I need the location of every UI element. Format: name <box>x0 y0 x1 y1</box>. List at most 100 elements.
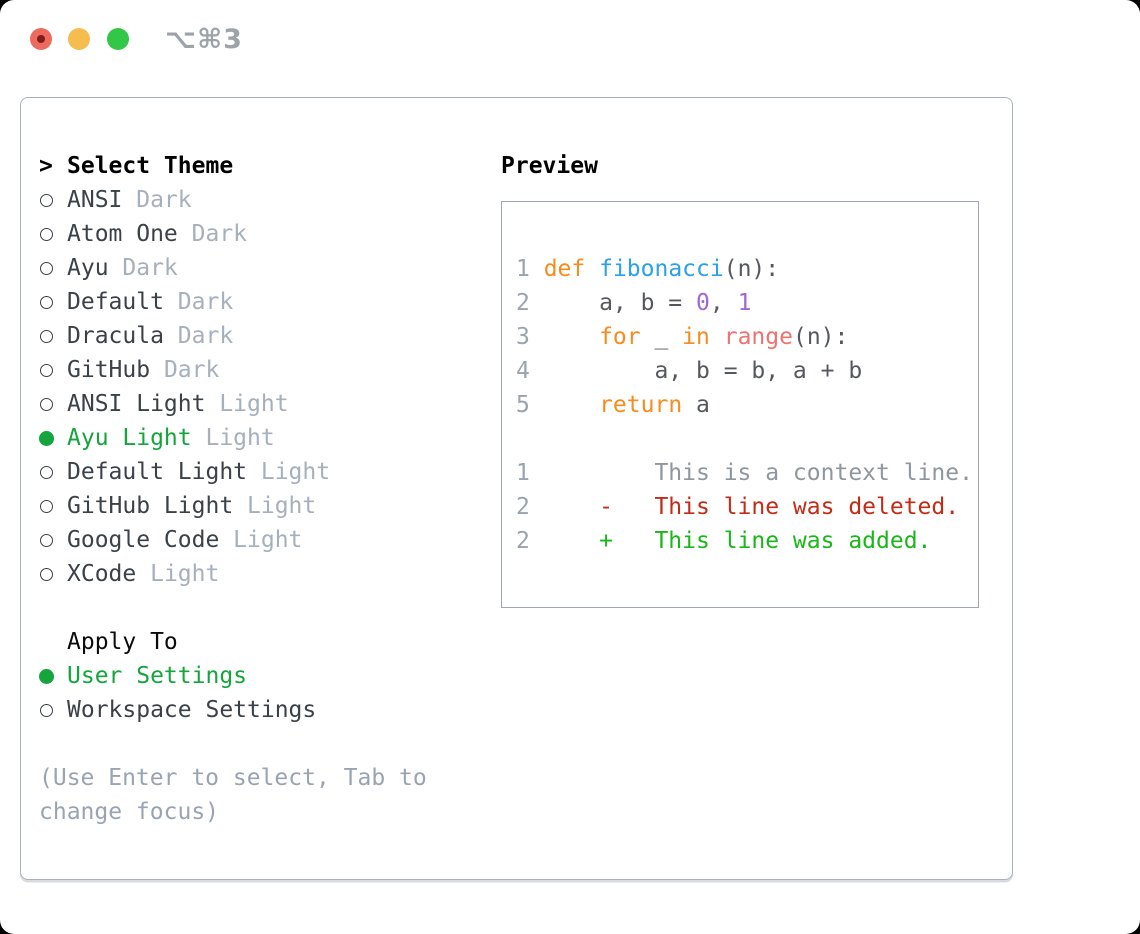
theme-variant: Dark <box>177 323 234 349</box>
theme-variant: Light <box>260 459 331 485</box>
chevron-right-icon: > <box>39 153 53 179</box>
radio-icon <box>39 329 67 343</box>
line-number: 1 <box>516 460 530 486</box>
focus-marker: > <box>39 153 67 179</box>
keyboard-hint: (Use Enter to select, Tab to change focu… <box>39 765 427 825</box>
select-theme-header: > Select Theme <box>39 149 491 183</box>
token-pl <box>710 324 724 350</box>
minimize-button[interactable] <box>68 28 90 50</box>
apply-to-title: Apply To <box>67 629 178 655</box>
theme-name: ANSI <box>67 187 123 213</box>
window-shortcut-label: ⌥⌘3 <box>165 24 243 55</box>
theme-variant: Light <box>247 493 317 519</box>
token-bi: range <box>723 324 793 350</box>
radio-icon <box>39 193 67 207</box>
theme-variant: Dark <box>177 289 234 315</box>
theme-variant: Light <box>219 391 289 417</box>
line-number: 5 <box>516 392 530 418</box>
radio-icon <box>39 261 67 275</box>
radio-icon <box>39 363 67 377</box>
radio-icon <box>39 567 67 581</box>
apply-option-user-settings[interactable]: User Settings <box>39 659 491 693</box>
theme-name: Default Light <box>67 459 248 485</box>
token-num: 1 <box>737 290 752 316</box>
radio-icon <box>39 465 67 479</box>
apply-to-header: Apply To <box>39 625 491 659</box>
zoom-button[interactable] <box>107 28 129 50</box>
theme-variant: Dark <box>122 255 178 281</box>
token-pl <box>544 392 599 418</box>
theme-option-github[interactable]: GitHub Dark <box>39 353 491 387</box>
theme-name: GitHub Light <box>67 493 234 519</box>
token-pl: (n): <box>792 324 849 350</box>
preview-title: Preview <box>501 153 598 179</box>
theme-option-google-code[interactable]: Google Code Light <box>39 523 491 557</box>
theme-option-ayu-light[interactable]: Ayu Light Light <box>39 421 491 455</box>
theme-option-ansi[interactable]: ANSI Dark <box>39 183 491 217</box>
token-add: + This line was added. <box>543 528 932 554</box>
apply-option-workspace-settings[interactable]: Workspace Settings <box>39 693 491 727</box>
token-pl: a <box>682 392 710 418</box>
radio-icon <box>39 295 67 309</box>
token-del: - This line was deleted. <box>543 494 960 520</box>
token-pl: _ <box>640 324 683 350</box>
radio-selected-icon <box>39 430 67 446</box>
token-pl <box>585 256 599 282</box>
preview-added-line: 2 + This line was added. <box>516 524 978 558</box>
line-number: 2 <box>516 290 530 316</box>
close-button[interactable] <box>30 28 52 50</box>
preview-context-line: 1 This is a context line. <box>516 456 978 490</box>
theme-option-default-light[interactable]: Default Light Light <box>39 455 491 489</box>
preview-deleted-line: 2 - This line was deleted. <box>516 490 978 524</box>
theme-option-github-light[interactable]: GitHub Light Light <box>39 489 491 523</box>
radio-icon <box>39 227 67 241</box>
theme-variant: Light <box>205 425 275 451</box>
preview-code-line: 4 a, b = b, a + b <box>516 354 978 388</box>
token-ctx: This is a context line. <box>543 460 973 486</box>
radio-icon <box>39 533 67 547</box>
theme-variant: Dark <box>191 221 248 247</box>
theme-option-ayu[interactable]: Ayu Dark <box>39 251 491 285</box>
theme-name: Dracula <box>67 323 164 349</box>
token-pl: a, b = <box>543 290 697 316</box>
apply-option-label: Workspace Settings <box>67 697 317 723</box>
token-pl: (n): <box>723 256 780 282</box>
token-kw: in <box>682 324 710 350</box>
preview-code-line: 5 return a <box>516 388 978 422</box>
theme-name: Ayu Light <box>67 425 192 451</box>
radio-icon <box>39 703 67 717</box>
radio-icon <box>39 499 67 513</box>
theme-name: Ayu <box>67 255 109 281</box>
theme-name: XCode <box>67 561 137 587</box>
theme-variant: Dark <box>163 357 220 383</box>
preview-blank-line <box>516 422 978 456</box>
theme-option-default[interactable]: Default Dark <box>39 285 491 319</box>
theme-name: Google Code <box>67 527 220 553</box>
spacer <box>39 727 491 761</box>
close-dot-icon <box>37 35 45 43</box>
token-pl: , <box>709 290 738 316</box>
token-kw: for <box>599 324 641 350</box>
theme-name: Default <box>67 289 164 315</box>
theme-variant: Dark <box>136 187 192 213</box>
theme-name: GitHub <box>67 357 151 383</box>
token-num: 0 <box>696 290 710 316</box>
preview-code-line: 3 for _ in range(n): <box>516 320 978 354</box>
radio-icon <box>39 397 67 411</box>
theme-option-dracula[interactable]: Dracula Dark <box>39 319 491 353</box>
line-number: 1 <box>516 256 530 282</box>
theme-variant: Light <box>233 527 303 553</box>
line-number: 2 <box>516 494 530 520</box>
token-pl <box>544 324 599 350</box>
